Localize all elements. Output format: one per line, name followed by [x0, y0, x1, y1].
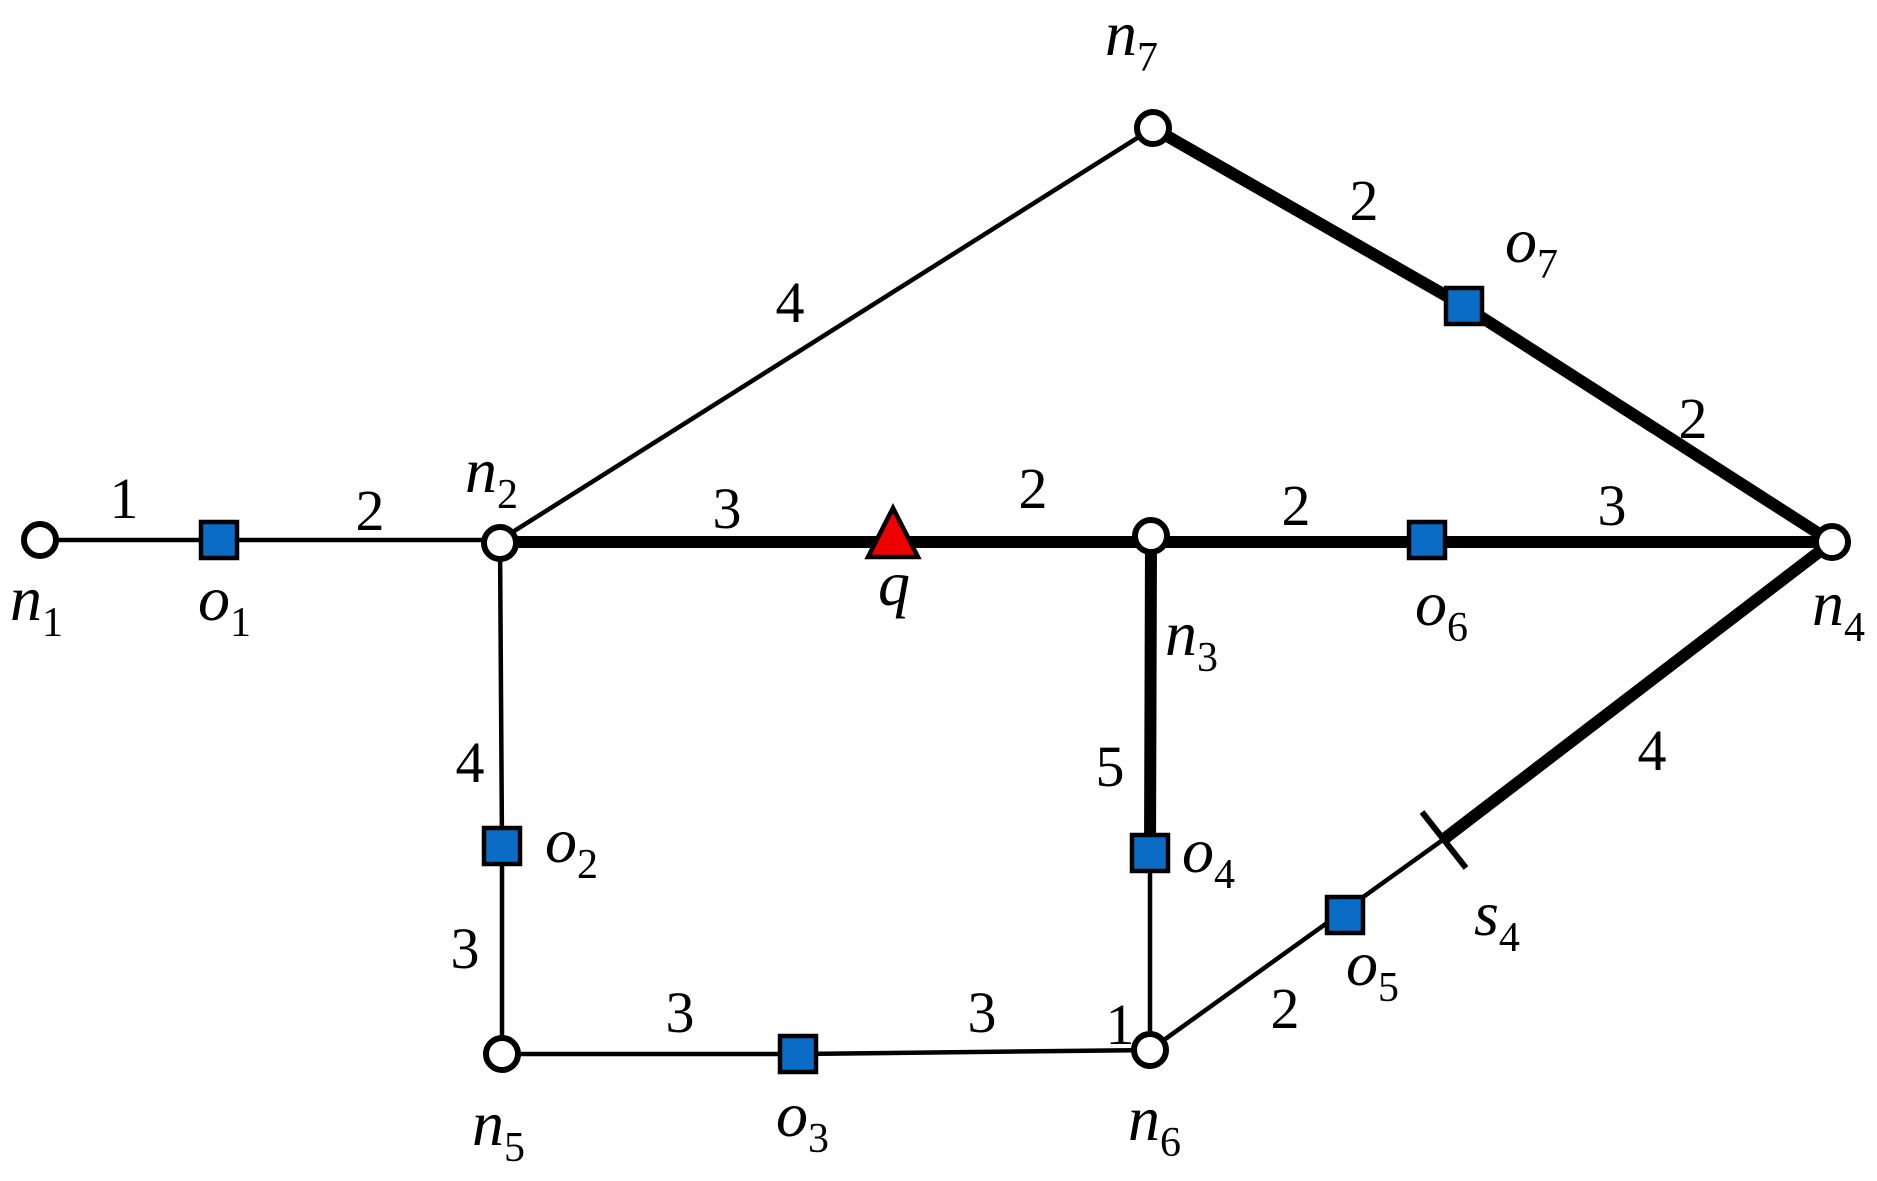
- weight-n5-o3: 3: [666, 980, 695, 1045]
- weight-n1-o1: 1: [110, 466, 139, 531]
- weight-o7-n4: 2: [1679, 386, 1708, 451]
- weight-n6-o5: 2: [1271, 976, 1300, 1041]
- label-n6: n6: [1128, 1083, 1181, 1166]
- edge-n2-o2: [497, 539, 505, 847]
- weight-n2-q: 3: [713, 476, 742, 541]
- weight-o2-n5: 3: [451, 916, 480, 981]
- label-n7: n7: [1105, 0, 1158, 81]
- object-o4: [1129, 832, 1171, 874]
- weight-n3-o6: 2: [1282, 473, 1311, 538]
- weight-n2-n7: 4: [776, 270, 805, 335]
- label-o2: o2: [545, 805, 598, 888]
- split-point-s4-marker: [1419, 810, 1469, 870]
- label-n5: n5: [472, 1088, 525, 1171]
- label-o3: o3: [776, 1079, 829, 1162]
- label-o7: o7: [1505, 205, 1558, 288]
- weight-n2-o2: 4: [456, 730, 485, 795]
- node-n7: [1134, 109, 1172, 147]
- weight-s4-n4: 4: [1638, 718, 1667, 783]
- label-s4: s4: [1474, 878, 1520, 961]
- weight-o1-n2: 2: [356, 478, 385, 543]
- label-o4: o4: [1182, 815, 1235, 898]
- label-n3: n3: [1165, 598, 1218, 681]
- edge-n2-n7: [498, 126, 1155, 542]
- object-o2: [481, 825, 523, 867]
- weight-o4-n6: 1: [1106, 992, 1135, 1057]
- label-o1: o1: [198, 563, 251, 646]
- node-n5: [483, 1035, 521, 1073]
- query-point-triangle: [864, 503, 922, 560]
- weight-o6-n4: 3: [1598, 473, 1627, 538]
- object-o6: [1406, 519, 1448, 561]
- edge-o7-n4: [1460, 300, 1836, 548]
- label-o6: o6: [1415, 568, 1468, 651]
- object-o1: [198, 519, 240, 561]
- edge-n3-o4: [1144, 541, 1157, 854]
- label-n4: n4: [1812, 568, 1865, 651]
- node-n4: [1813, 523, 1851, 561]
- object-o5: [1324, 894, 1366, 936]
- weight-q-n3: 2: [1019, 456, 1048, 521]
- label-n1: n1: [10, 563, 63, 646]
- node-n3: [1132, 517, 1170, 555]
- node-n6: [1131, 1031, 1169, 1069]
- label-q: q: [878, 548, 910, 619]
- weight-n7-o7: 2: [1350, 168, 1379, 233]
- weight-o3-n6: 3: [968, 980, 997, 1045]
- object-o3: [777, 1033, 819, 1075]
- edge-s4-n4: [1440, 537, 1836, 844]
- edge-n7-o7: [1150, 122, 1467, 312]
- node-n1: [21, 521, 59, 559]
- label-o5: o5: [1346, 928, 1399, 1011]
- edge-n6-s4: [1148, 837, 1446, 1052]
- object-o7: [1443, 285, 1485, 327]
- weight-n3-o4: 5: [1096, 734, 1125, 799]
- edge-o3-n6: [797, 1047, 1151, 1057]
- node-n2: [481, 524, 519, 562]
- label-n2: n2: [465, 435, 518, 518]
